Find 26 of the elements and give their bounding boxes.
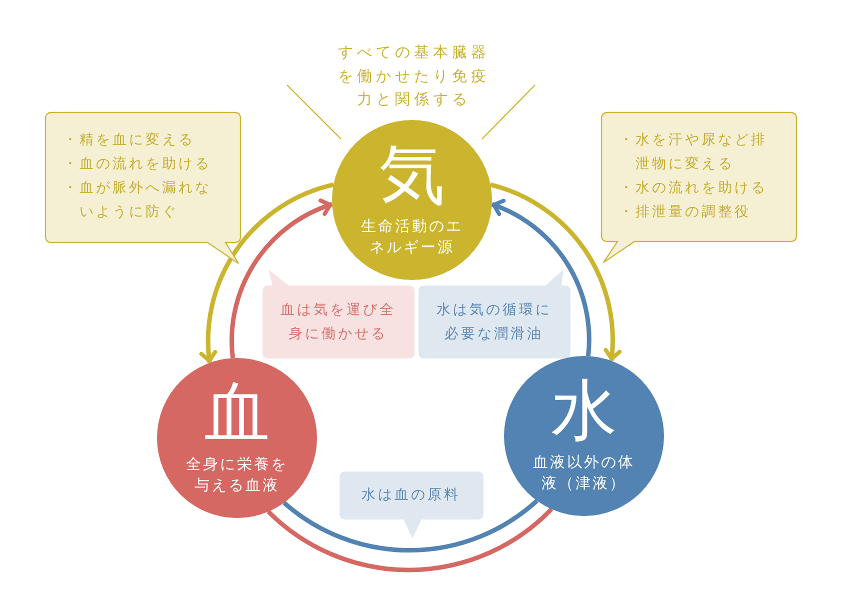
speech-bubble: [338, 470, 484, 540]
list-item: ・精を血に変える: [63, 131, 196, 150]
circle-caption: 生命活動のエネルギー源: [360, 216, 464, 258]
list-item: ・水を汗や尿など排泄物に変える: [619, 131, 768, 174]
caption-text: すべての基本臓器を働かせたり免疫力と関係する: [337, 42, 491, 110]
connector-line: [266, 507, 554, 572]
kanji-title: 水: [551, 378, 617, 444]
list-item: ・血が脈外へ漏れないように防ぐ: [63, 179, 212, 222]
bubble-text: 血は気を運び全身に働かせる: [279, 300, 397, 344]
speech-bubble: [416, 268, 572, 360]
speech-bubble: [600, 110, 798, 264]
arrow: [491, 200, 592, 356]
arrow: [490, 182, 622, 361]
circle-caption: 全身に栄養を与える血液: [185, 454, 289, 496]
speech-bubble: [260, 268, 416, 360]
arrow: [230, 199, 333, 358]
list-item: ・水の流れを助ける: [619, 179, 768, 198]
circle-caption: 血液以外の体液（津液）: [532, 452, 636, 494]
bubble-text: 水は気の循環に必要な潤滑油: [435, 300, 553, 344]
list-item: ・血の流れを助ける: [63, 155, 212, 174]
arrow: [200, 182, 334, 363]
speech-bubble: [44, 110, 242, 264]
bubble-text: 水は血の原料: [360, 486, 462, 505]
kanji-title: 血: [204, 380, 270, 446]
kanji-title: 気: [379, 142, 445, 208]
list-item: ・排泄量の調整役: [619, 203, 752, 222]
